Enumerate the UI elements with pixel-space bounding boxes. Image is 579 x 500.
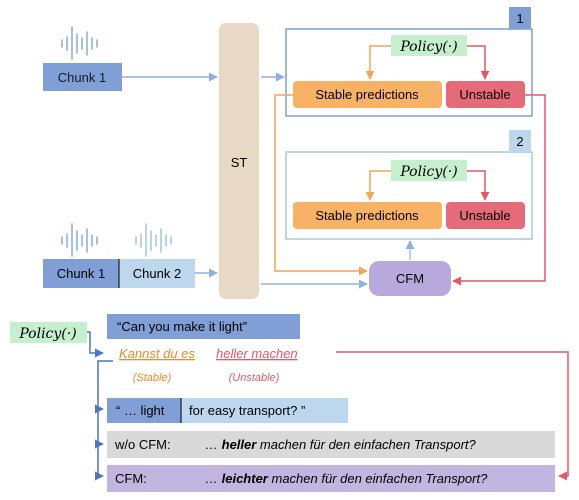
unstable-tag: (Unstable) — [229, 372, 280, 384]
unstable-box-1 — [446, 81, 525, 108]
cfm-row — [107, 465, 555, 492]
st-label: ST — [231, 155, 248, 170]
chunk1-label: Chunk 1 — [58, 70, 106, 85]
waveform-icon-1 — [61, 26, 98, 60]
policy-label-box-bottom — [10, 322, 87, 343]
unstable-phrase: heller machen — [216, 346, 298, 361]
stable-predictions-box-2 — [293, 202, 442, 229]
cfm-block — [369, 261, 451, 296]
source2-box-a — [107, 398, 181, 423]
st-block — [219, 23, 259, 299]
wo-cfm-row — [107, 431, 555, 458]
chunk2-label: Chunk 2 — [133, 266, 181, 281]
wo-cfm-prefix: w/o CFM: — [114, 437, 171, 452]
unstable-box-2 — [446, 202, 525, 229]
chunk1b-label: Chunk 1 — [57, 266, 105, 281]
stable-label-2: Stable predictions — [315, 208, 419, 223]
source2-box-b — [181, 398, 348, 423]
policy-box-2 — [285, 151, 533, 240]
policy-label-2: Policy(·) — [399, 164, 457, 180]
box1-number: 1 — [516, 11, 523, 26]
policy-label-box-1 — [391, 35, 467, 56]
waveform-icon-2 — [61, 223, 98, 257]
chunk2-box — [119, 259, 195, 288]
stable-label-1: Stable predictions — [315, 87, 419, 102]
cfm-prefix: CFM: — [115, 471, 147, 486]
chunk1-box — [43, 63, 122, 91]
stable-phrase: Kannst du es — [119, 346, 195, 361]
stable-tag: (Stable) — [133, 372, 172, 384]
box2-number: 2 — [516, 134, 523, 149]
wo-cfm-output: … heller machen für den einfachen Transp… — [205, 437, 477, 452]
unstable-label-1: Unstable — [459, 87, 510, 102]
cfm-label: CFM — [396, 271, 424, 286]
box1-number-tag — [509, 7, 531, 29]
chunk1b-box — [43, 259, 119, 288]
policy-label-box-2 — [391, 160, 467, 181]
policy-box-1 — [285, 28, 533, 117]
policy-label-1: Policy(·) — [399, 39, 457, 55]
stable-predictions-box-1 — [293, 81, 442, 108]
cfm-output: … leichter machen für den einfachen Tran… — [205, 471, 488, 486]
unstable-label-2: Unstable — [459, 208, 510, 223]
waveform-icon-3 — [135, 223, 172, 257]
source2-part-a: “ … light — [116, 403, 165, 418]
source2-part-b: for easy transport? ” — [189, 403, 305, 418]
source-sentence-box — [107, 314, 300, 339]
policy-label-bottom: Policy(·) — [18, 326, 76, 342]
box2-number-tag — [509, 130, 531, 152]
source-sentence: “Can you make it light” — [117, 319, 247, 334]
